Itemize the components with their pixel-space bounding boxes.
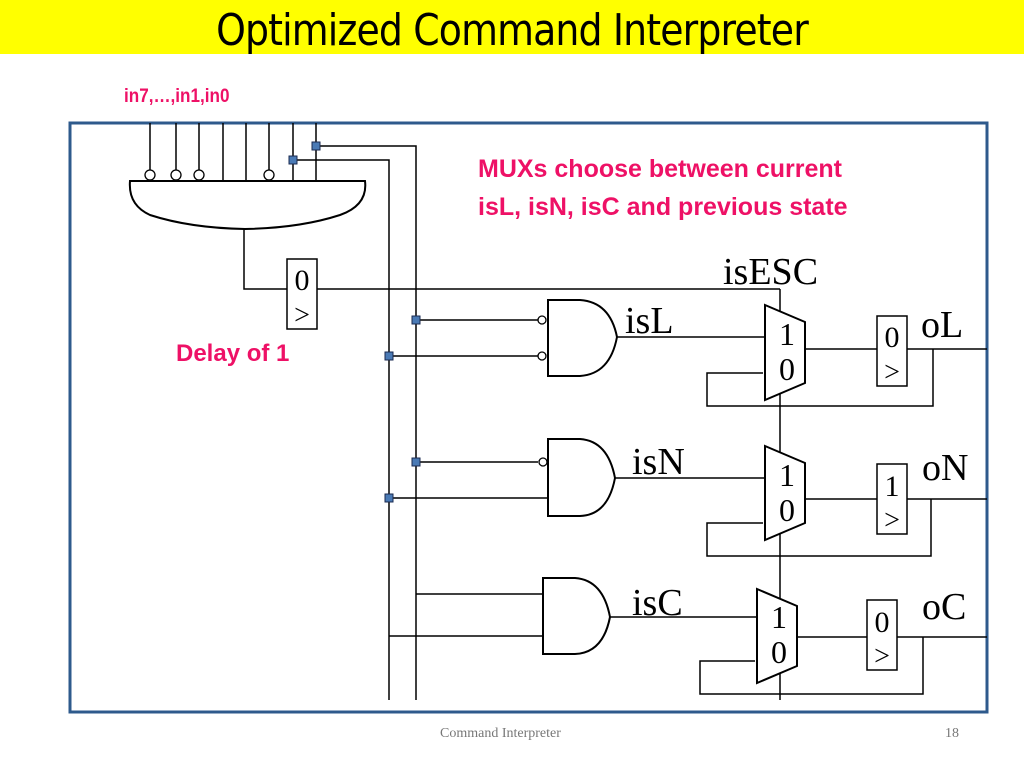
ff-ol-init: 0 xyxy=(885,321,900,354)
ff-on-init: 1 xyxy=(885,470,900,503)
mux-c-input-1: 1 xyxy=(771,599,787,635)
junction-dot xyxy=(411,457,421,467)
flipflop-oc xyxy=(866,599,898,671)
isesc-label: isESC xyxy=(723,251,818,293)
junction-dot xyxy=(288,155,298,165)
inverter-bubble xyxy=(144,169,156,181)
inverter-bubble xyxy=(263,169,275,181)
mux-c xyxy=(756,587,798,685)
feedback-wire-n xyxy=(706,499,932,557)
mux-l-input-1: 1 xyxy=(779,316,795,352)
mux-note: MUXs choose between current isL, isN, is… xyxy=(478,150,848,226)
inverter-bubble xyxy=(538,457,548,467)
flipflop-ol xyxy=(876,315,908,387)
delay-ff-clock: > xyxy=(294,300,310,331)
isl-label: isL xyxy=(625,300,674,342)
junction-dot xyxy=(384,351,394,361)
delay-ff-init: 0 xyxy=(295,264,310,297)
mux-l xyxy=(764,303,806,402)
wire-in1-tap xyxy=(293,159,390,700)
wire-esc xyxy=(243,229,287,290)
wire-in0-tap xyxy=(316,145,417,700)
inputs-label: in7,…,in1,in0 xyxy=(124,86,230,107)
oc-label: oC xyxy=(922,586,966,628)
title-bar xyxy=(0,0,1024,54)
footer-text: Command Interpreter xyxy=(440,726,561,741)
mux-n xyxy=(764,444,806,542)
mux-l-input-0: 0 xyxy=(779,351,795,387)
feedback-wire-c xyxy=(699,637,924,695)
mux-c-input-0: 0 xyxy=(771,634,787,670)
and-gate-isc xyxy=(542,577,612,655)
page-number: 18 xyxy=(945,726,959,741)
inverter-bubble xyxy=(537,351,547,361)
inverter-bubble xyxy=(537,315,547,325)
isn-label: isN xyxy=(632,441,685,483)
mux-n-input-0: 0 xyxy=(779,492,795,528)
inverter-bubble xyxy=(193,169,205,181)
delay-note: Delay of 1 xyxy=(176,340,290,367)
mux-note-line2: isL, isN, isC and previous state xyxy=(478,193,848,221)
junction-dot xyxy=(311,141,321,151)
mux-n-input-1: 1 xyxy=(779,457,795,493)
inverter-bubble xyxy=(170,169,182,181)
feedback-wire-l xyxy=(706,349,934,407)
and-gate-isl xyxy=(547,299,619,377)
junction-dot xyxy=(411,315,421,325)
ff-oc-init: 0 xyxy=(875,606,890,639)
ff-oc-clock: > xyxy=(874,641,890,672)
ff-ol-clock: > xyxy=(884,357,900,388)
on-label: oN xyxy=(922,447,968,489)
input-wires xyxy=(149,123,317,181)
isc-label: isC xyxy=(632,582,683,624)
junction-dot xyxy=(384,493,394,503)
and-gate-isn xyxy=(547,438,617,517)
diagram-frame xyxy=(68,121,989,714)
slide-title: Optimized Command Interpreter xyxy=(216,5,809,56)
delay-flipflop xyxy=(286,258,318,330)
esc-and-gate xyxy=(128,180,367,231)
ol-label: oL xyxy=(921,304,963,346)
mux-note-line1: MUXs choose between current xyxy=(478,155,842,183)
ff-on-clock: > xyxy=(884,505,900,536)
